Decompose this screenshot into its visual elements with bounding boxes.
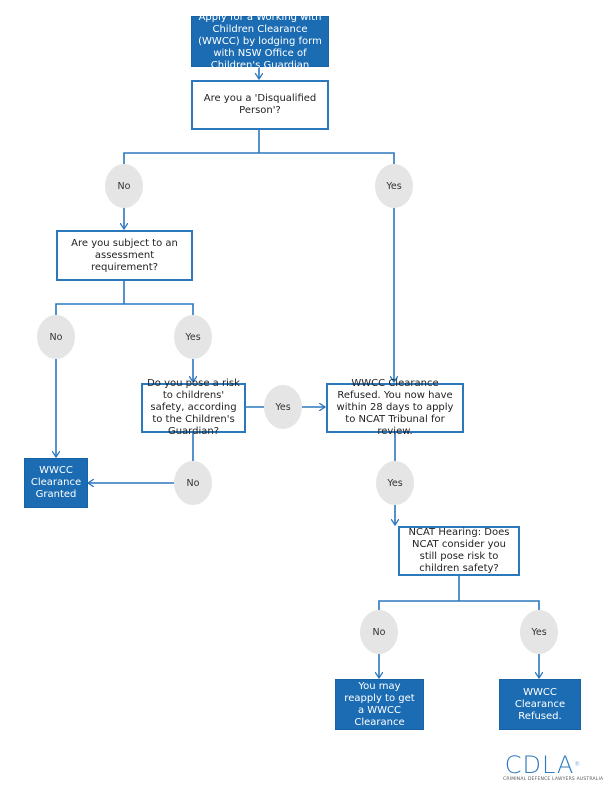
logo-tagline: CRIMINAL DEFENCE LAWYERS AUSTRALIA (503, 777, 604, 782)
reapply-node: You may reapply to get a WWCC Clearance (335, 679, 424, 730)
answer-no-ncat: No (360, 610, 398, 654)
answer-no-assessment: No (37, 315, 75, 359)
question-risk: Do you pose a risk to childrens' safety,… (141, 378, 246, 437)
logo-text: CDLA (504, 751, 575, 779)
question-ncat: NCAT Hearing: Does NCAT consider you sti… (398, 526, 520, 576)
answer-yes-ncat: Yes (520, 610, 558, 654)
question-assessment: Are you subject to an assessment require… (56, 230, 193, 281)
question-disqualified: Are you a 'Disqualified Person'? (191, 80, 329, 130)
refused-final-node: WWCC Clearance Refused. (499, 679, 581, 730)
start-node: Apply for a Working with Children Cleara… (191, 12, 329, 71)
answer-yes-assessment: Yes (174, 315, 212, 359)
answer-no-disqualified: No (105, 164, 143, 208)
refused-review-node: WWCC Clearance Refused. You now have wit… (326, 378, 464, 437)
answer-yes-review: Yes (376, 461, 414, 505)
answer-no-risk: No (174, 461, 212, 505)
answer-yes-risk: Yes (264, 385, 302, 429)
granted-node: WWCC Clearance Granted (24, 458, 88, 508)
cdla-logo: CDLA® CRIMINAL DEFENCE LAWYERS AUSTRALIA (503, 751, 604, 782)
answer-yes-disqualified: Yes (375, 164, 413, 208)
logo-registered: ® (574, 761, 582, 768)
